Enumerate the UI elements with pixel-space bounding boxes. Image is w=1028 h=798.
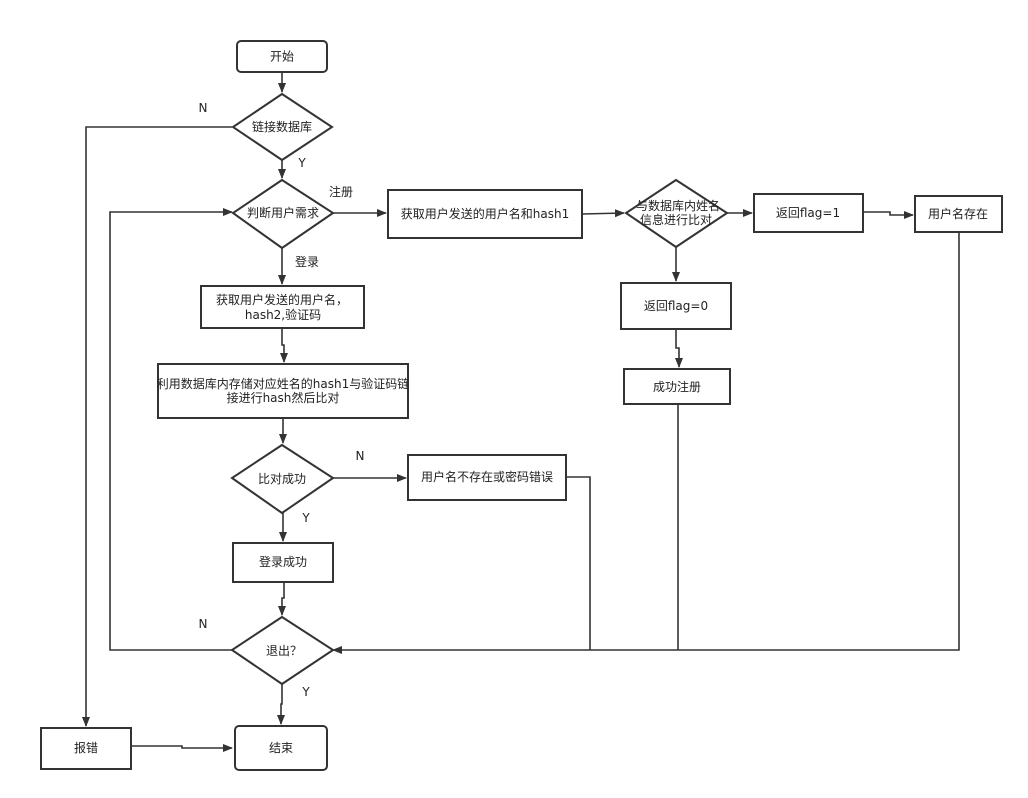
node-get-name-hash2-label-2: hash2,验证码 — [245, 307, 321, 322]
edge-flag0-success — [675, 329, 683, 368]
edge-exists-exit — [332, 232, 960, 654]
node-get-name-hash1-label: 获取用户发送的用户名和hash1 — [401, 206, 569, 221]
edge-notexist-exit — [566, 476, 591, 650]
label-register: 注册 — [329, 184, 353, 199]
edge-flag1-exists — [863, 211, 914, 219]
node-user-not-exist: 用户名不存在或密码错误 — [407, 454, 567, 501]
label-compare-no: N — [356, 449, 365, 463]
node-register-success: 成功注册 — [623, 368, 731, 405]
edge-loginsuccess-exit — [278, 582, 286, 616]
node-judge-need-label: 判断用户需求 — [247, 205, 319, 220]
node-get-name-hash1: 获取用户发送的用户名和hash1 — [387, 189, 583, 239]
edges — [82, 72, 960, 752]
node-exit-label: 退出？ — [266, 644, 302, 658]
node-connect-db-label: 链接数据库 — [252, 119, 312, 134]
node-connect-db: 链接数据库 — [231, 92, 334, 162]
label-exit-no: N — [199, 617, 208, 631]
node-db-hash-compare-label-2: 接进行hash然后比对 — [227, 390, 340, 405]
node-compare-db: 与数据库内姓名 信息进行比对 — [624, 178, 729, 249]
node-register-success-label: 成功注册 — [653, 379, 701, 394]
node-error-label: 报错 — [74, 740, 98, 755]
edge-connect-error — [82, 126, 232, 727]
edge-gethash1-compare — [581, 209, 625, 218]
node-compare-success: 比对成功 — [230, 443, 335, 515]
label-login: 登录 — [295, 254, 319, 269]
node-start-label: 开始 — [270, 50, 294, 64]
node-get-name-hash2: 获取用户发送的用户名， hash2,验证码 — [200, 285, 365, 329]
node-login-success: 登录成功 — [232, 542, 334, 583]
node-db-hash-compare: 利用数据库内存储对应姓名的hash1与验证码链 接进行hash然后比对 — [157, 363, 409, 419]
node-return-flag0: 返回flag=0 — [620, 282, 732, 330]
node-user-not-exist-label: 用户名不存在或密码错误 — [421, 469, 553, 484]
node-compare-db-label-2: 信息进行比对 — [640, 212, 712, 227]
node-exit: 退出？ — [230, 615, 335, 686]
label-connect-yes: Y — [297, 156, 306, 170]
node-end: 结束 — [234, 725, 328, 771]
node-db-hash-compare-label-1: 利用数据库内存储对应姓名的hash1与验证码链 — [157, 376, 409, 391]
node-compare-success-label: 比对成功 — [258, 472, 306, 486]
node-login-success-label: 登录成功 — [259, 554, 307, 569]
label-compare-yes: Y — [301, 511, 310, 525]
edge-exit-end — [277, 684, 285, 725]
node-judge-need: 判断用户需求 — [231, 178, 335, 250]
label-connect-no: N — [199, 101, 208, 115]
edge-labels: N Y 注册 登录 N Y N Y — [199, 101, 365, 699]
label-exit-yes: Y — [301, 685, 310, 699]
node-get-name-hash2-label-1: 获取用户发送的用户名， — [216, 292, 348, 307]
node-username-exists: 用户名存在 — [914, 195, 1003, 233]
node-start: 开始 — [236, 40, 328, 73]
node-username-exists-label: 用户名存在 — [928, 206, 988, 221]
edge-error-end — [131, 744, 233, 752]
edge-exit-judge-loop — [109, 208, 233, 651]
node-return-flag0-label: 返回flag=0 — [644, 299, 708, 313]
node-return-flag1-label: 返回flag=1 — [776, 206, 840, 220]
edge-gethash2-dbhash — [280, 328, 288, 363]
node-error: 报错 — [40, 727, 132, 770]
node-compare-db-label-1: 与数据库内姓名 — [636, 198, 720, 213]
node-return-flag1: 返回flag=1 — [753, 193, 864, 233]
node-end-label: 结束 — [269, 741, 293, 755]
